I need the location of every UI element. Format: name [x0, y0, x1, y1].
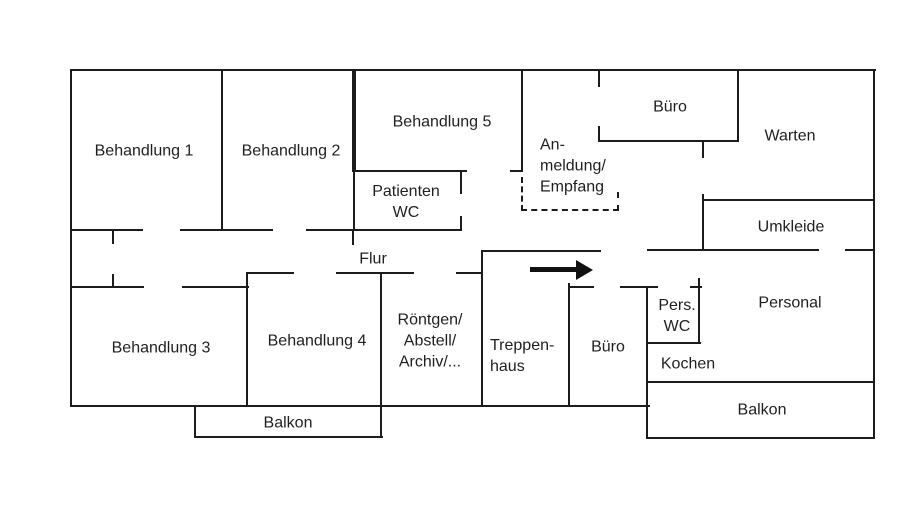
- wall-anmeldung-dashed-bottom: [521, 209, 619, 211]
- room-label-patienten-wc: Patienten WC: [372, 183, 440, 221]
- wall-flur-top-b: [180, 229, 273, 231]
- wall-pers-wc-kochen-left: [646, 286, 648, 439]
- wall-balkon-rechts-bottom: [646, 437, 875, 439]
- wall-outer-left: [70, 69, 72, 407]
- room-label-behandlung-3: Behandlung 3: [111, 339, 211, 357]
- wall-umkleide-bottom-b: [845, 249, 875, 251]
- wall-patienten-wc-left: [353, 170, 355, 231]
- wall-flur-bottom-a: [70, 286, 144, 288]
- wall-pers-wc-bottom: [646, 342, 701, 344]
- wall-anmeldung-wall-stub: [510, 170, 523, 172]
- wall-pers-wc-top-corner: [690, 286, 702, 288]
- room-label-warten: Warten: [764, 127, 816, 145]
- wall-patienten-wc-left-jamb: [352, 231, 354, 245]
- wall-treppenhaus-left: [481, 250, 483, 406]
- wall-buero-oben-left-jamb-top: [598, 69, 600, 87]
- room-label-treppenhaus: Treppen- haus: [490, 337, 555, 375]
- room-label-kochen: Kochen: [660, 355, 716, 373]
- wall-warten-umkleide-left: [702, 194, 704, 251]
- wall-behandlung5-right: [521, 69, 523, 172]
- wall-buero-unten-top-b: [620, 286, 658, 288]
- wall-umkleide-top: [702, 199, 875, 201]
- room-label-personal: Personal: [758, 294, 822, 312]
- wall-outer-right: [873, 69, 875, 439]
- arrow-shaft: [530, 267, 577, 272]
- wall-buero-oben-bottom: [598, 140, 739, 142]
- room-label-balkon-rechts: Balkon: [737, 401, 787, 419]
- room-label-balkon-links: Balkon: [263, 414, 313, 432]
- wall-buero-oben-left-jamb-bottom: [598, 126, 600, 142]
- wall-patienten-wc-right-lower: [460, 216, 462, 230]
- room-label-umkleide: Umkleide: [757, 218, 825, 236]
- wall-buero-oben-right: [737, 69, 739, 142]
- wall-divider-b1-b2: [221, 69, 223, 231]
- room-label-buero-unten: Büro: [591, 338, 625, 356]
- room-label-behandlung-2: Behandlung 2: [241, 142, 341, 160]
- wall-warten-jamb: [702, 142, 704, 158]
- wall-anmeldung-dashed-right: [617, 192, 619, 211]
- wall-flur-bottom-c: [246, 272, 294, 274]
- wall-outer-bottom: [70, 405, 650, 407]
- arrow-head: [576, 259, 593, 280]
- wall-flur-top-a: [70, 229, 143, 231]
- room-label-anmeldung-empfang: An- meldung/ Empfang: [540, 136, 606, 196]
- room-label-buero-oben: Büro: [653, 98, 687, 116]
- wall-flur-top-jamb: [112, 231, 114, 244]
- wall-umkleide-bottom-a: [647, 249, 819, 251]
- wall-anmeldung-dashed-left: [521, 177, 523, 211]
- room-label-behandlung-5: Behandlung 5: [392, 113, 492, 131]
- wall-divider-b3-b4: [246, 272, 248, 406]
- wall-treppenhaus-right: [568, 283, 570, 406]
- wall-flur-bottom-b: [182, 286, 249, 288]
- room-label-behandlung-1: Behandlung 1: [94, 142, 194, 160]
- room-label-roentgen-abstell-archiv: Röntgen/ Abstell/ Archiv/...: [397, 311, 463, 371]
- wall-flur-bottom-e: [456, 272, 483, 274]
- wall-flur-bottom-d: [336, 272, 414, 274]
- wall-pers-wc-right: [698, 278, 700, 344]
- wall-divider-b4-roentgen: [380, 272, 382, 437]
- wall-kochen-bottom-balkon-top: [646, 381, 875, 383]
- wall-flur-bottom-jamb: [112, 274, 114, 286]
- wall-balkon-links-left: [194, 405, 196, 438]
- wall-outer-top: [70, 69, 876, 71]
- wall-patienten-wc-top: [352, 170, 467, 172]
- wall-balkon-links-bottom: [194, 436, 383, 438]
- wall-divider-b2-b5-thick: [352, 69, 356, 172]
- wall-flur-top-c: [306, 229, 462, 231]
- room-label-pers-wc: Pers. WC: [658, 297, 696, 335]
- wall-patienten-wc-right-upper: [460, 170, 462, 194]
- wall-buero-unten-top-a: [568, 286, 594, 288]
- room-label-flur: Flur: [359, 250, 387, 268]
- room-label-behandlung-4: Behandlung 4: [267, 332, 367, 350]
- wall-treppenhaus-top: [481, 250, 601, 252]
